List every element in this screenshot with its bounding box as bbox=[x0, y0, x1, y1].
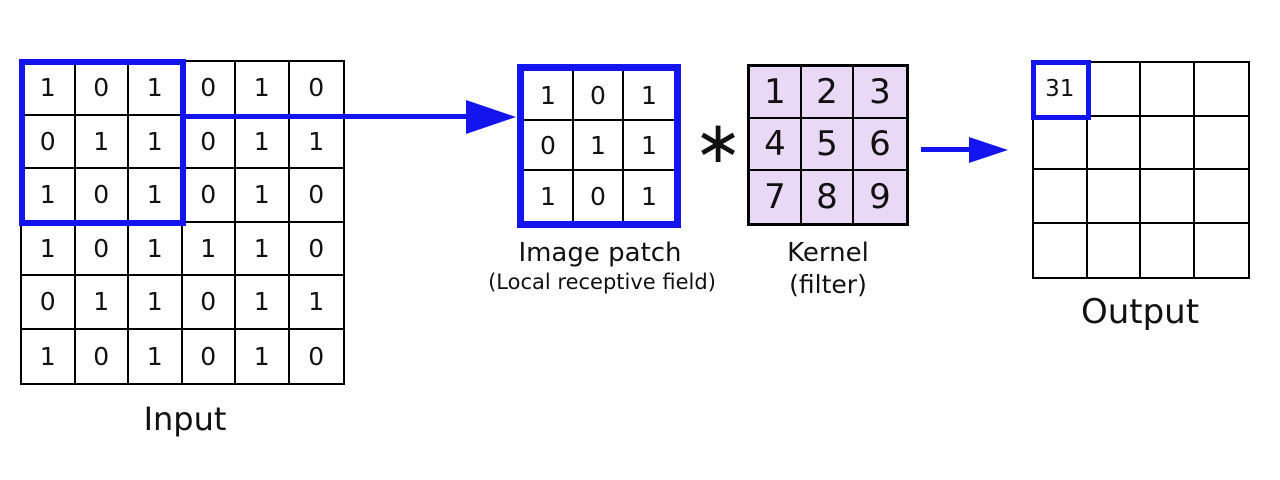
arrow-right-icon bbox=[466, 100, 516, 134]
image-patch-label: Image patch bbox=[518, 238, 682, 268]
grid-cell bbox=[1141, 170, 1195, 224]
grid-cell: 6 bbox=[854, 119, 906, 171]
grid-cell bbox=[1195, 224, 1249, 278]
grid-cell bbox=[1194, 63, 1248, 117]
grid-cell: 1 bbox=[236, 115, 290, 169]
grid-cell: 0 bbox=[75, 222, 129, 276]
grid-cell: 1 bbox=[750, 67, 802, 119]
grid-cell: 0 bbox=[182, 169, 236, 223]
grid-cell: 9 bbox=[854, 171, 906, 223]
grid-cell: 1 bbox=[22, 169, 76, 223]
grid-cell bbox=[1034, 116, 1088, 170]
grid-cell bbox=[1087, 170, 1141, 224]
grid-cell: 0 bbox=[574, 71, 624, 121]
grid-cell: 31 bbox=[1034, 63, 1088, 117]
grid-cell: 7 bbox=[750, 171, 802, 223]
grid-cell: 0 bbox=[182, 276, 236, 330]
grid-cell: 1 bbox=[236, 222, 290, 276]
grid-cell bbox=[1088, 223, 1141, 277]
grid-cell bbox=[1034, 223, 1088, 277]
grid-cell: 0 bbox=[22, 276, 76, 330]
grid-cell bbox=[1087, 63, 1141, 117]
arrow-line bbox=[921, 147, 971, 152]
grid-cell: 1 bbox=[524, 171, 574, 221]
grid-cell bbox=[1141, 223, 1195, 277]
grid-cell: 5 bbox=[802, 119, 854, 171]
grid-cell: 3 bbox=[854, 67, 906, 119]
grid-cell: 0 bbox=[289, 62, 343, 116]
grid-cell: 0 bbox=[183, 329, 236, 383]
grid-cell: 1 bbox=[524, 71, 574, 121]
grid-cell: 1 bbox=[129, 222, 183, 276]
grid-cell: 0 bbox=[182, 62, 236, 116]
grid-cell bbox=[1034, 170, 1088, 224]
grid-cell: 1 bbox=[236, 169, 290, 223]
grid-cell bbox=[1194, 117, 1248, 170]
grid-cell bbox=[1087, 116, 1141, 170]
kernel-sublabel: (filter) bbox=[789, 270, 867, 299]
grid-cell: 0 bbox=[76, 329, 129, 383]
output-label: Output bbox=[1080, 292, 1200, 332]
grid-cell: 0 bbox=[75, 62, 129, 116]
grid-cell: 1 bbox=[129, 276, 183, 330]
grid-cell: 0 bbox=[22, 115, 76, 169]
grid-cell: 1 bbox=[129, 329, 183, 383]
input-label: Input bbox=[143, 400, 227, 438]
grid-cell: 1 bbox=[22, 62, 76, 116]
output-grid: 31 bbox=[1032, 61, 1250, 279]
grid-cell: 1 bbox=[129, 115, 183, 169]
grid-cell: 1 bbox=[574, 121, 624, 171]
grid-cell: 1 bbox=[624, 121, 674, 171]
grid-cell: 1 bbox=[75, 115, 129, 169]
grid-cell: 1 bbox=[129, 169, 183, 223]
grid-cell: 4 bbox=[750, 119, 802, 171]
grid-cell: 0 bbox=[289, 169, 343, 223]
arrow-right-icon bbox=[969, 137, 1008, 163]
grid-cell: 1 bbox=[289, 276, 343, 330]
kernel-label: Kernel bbox=[787, 238, 869, 268]
grid-cell: 1 bbox=[182, 222, 236, 276]
grid-cell bbox=[1194, 170, 1248, 224]
image-patch-sublabel: (Local receptive field) bbox=[488, 270, 716, 294]
grid-cell: 1 bbox=[75, 276, 129, 330]
grid-cell: 1 bbox=[236, 62, 290, 116]
grid-cell: 1 bbox=[22, 222, 76, 276]
grid-cell: 0 bbox=[574, 171, 624, 221]
grid-cell: 0 bbox=[289, 223, 343, 276]
grid-cell: 1 bbox=[22, 329, 76, 383]
grid-cell: 0 bbox=[75, 169, 129, 223]
grid-cell: 1 bbox=[624, 71, 674, 121]
grid-cell: 1 bbox=[129, 62, 183, 116]
grid-cell: 0 bbox=[524, 121, 574, 171]
grid-cell: 2 bbox=[802, 67, 854, 119]
grid-cell: 1 bbox=[289, 116, 343, 169]
grid-cell bbox=[1141, 116, 1195, 170]
grid-cell: 0 bbox=[308, 341, 325, 371]
grid-cell bbox=[1141, 63, 1195, 117]
grid-cell: 0 bbox=[182, 115, 236, 169]
grid-cell: 1 bbox=[641, 181, 657, 211]
grid-cell: 1 bbox=[236, 276, 290, 330]
grid-cell: 1 bbox=[236, 329, 290, 383]
convolution-asterisk-icon: ∗ bbox=[693, 108, 743, 176]
grid-cell: 8 bbox=[802, 171, 854, 223]
arrow-line bbox=[183, 114, 470, 119]
